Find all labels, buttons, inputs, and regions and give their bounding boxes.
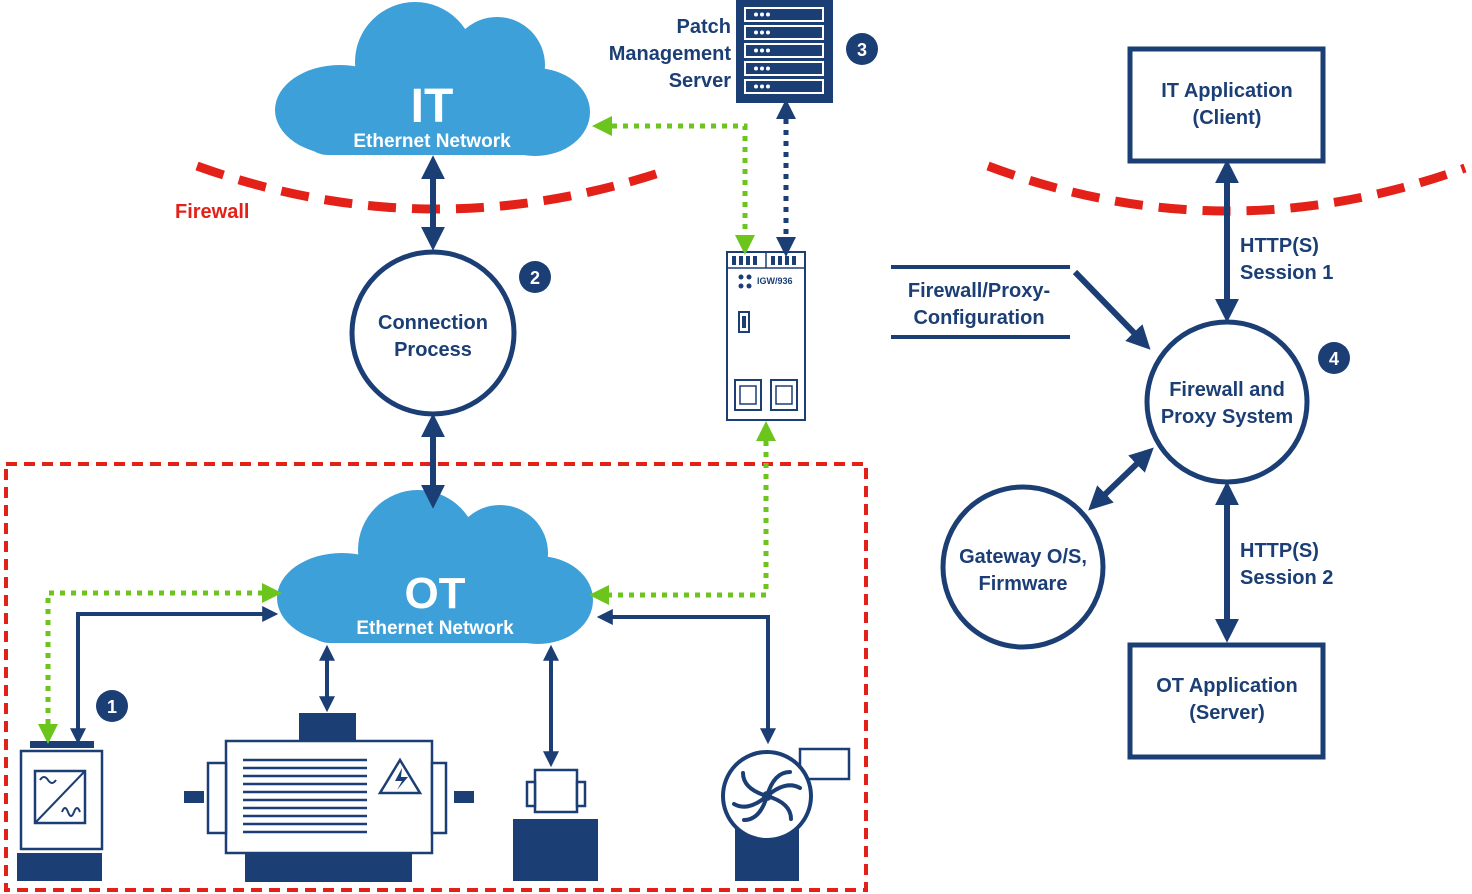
session1-line2: Session 1 xyxy=(1240,262,1333,284)
patch-server-line3: Server xyxy=(669,70,731,92)
gateway-model: IGW/936 xyxy=(757,276,793,286)
session1-line1: HTTP(S) xyxy=(1240,235,1319,257)
it-application-line2: (Client) xyxy=(1193,107,1262,129)
fw-proxy-system-circle xyxy=(1144,319,1310,485)
fw-proxy-system-line2: Proxy System xyxy=(1161,406,1293,428)
it-cloud-title: IT xyxy=(411,80,454,133)
ot-application-line1: OT Application xyxy=(1156,675,1297,697)
fw-proxy-config-line1: Firewall/Proxy- xyxy=(908,280,1050,302)
it-cloud xyxy=(275,2,590,156)
connection-process-line1: Connection xyxy=(378,312,488,334)
gateway-os-circle xyxy=(940,484,1106,650)
ot-zone-boundary xyxy=(4,462,868,892)
arrow-ot-fan xyxy=(596,609,776,745)
badge-4: 4 xyxy=(1318,342,1350,374)
arrow-gateway-ot-green xyxy=(589,421,776,605)
badge-3: 3 xyxy=(846,33,878,65)
arrow-gateway-os-proxy xyxy=(1088,447,1154,511)
arrow-config-proxy xyxy=(1072,269,1151,350)
connection-process-line2: Process xyxy=(394,339,472,361)
patch-server-line1: Patch xyxy=(677,16,731,38)
ot-cloud-subtitle: Ethernet Network xyxy=(356,618,514,639)
ot-application-box xyxy=(1127,642,1326,760)
fan-icon xyxy=(721,747,851,881)
gateway-os-line2: Firmware xyxy=(979,573,1068,595)
it-application-line1: IT Application xyxy=(1161,80,1292,102)
fw-proxy-system-line1: Firewall and xyxy=(1169,379,1285,401)
ot-application-line2: (Server) xyxy=(1189,702,1265,724)
it-cloud-subtitle: Ethernet Network xyxy=(353,131,511,152)
gateway-os-line1: Gateway O/S, xyxy=(959,546,1087,568)
firewall-label: Firewall xyxy=(175,201,249,223)
gateway-device: IGW/936 xyxy=(726,251,806,421)
ot-cloud xyxy=(277,490,593,644)
sensor-icon xyxy=(513,768,598,881)
session2-line2: Session 2 xyxy=(1240,567,1333,589)
badge-1: 1 xyxy=(96,690,128,722)
electric-motor-icon xyxy=(184,713,474,882)
frequency-inverter-icon xyxy=(17,741,104,881)
high-voltage-icon xyxy=(377,757,423,795)
svg-text:4: 4 xyxy=(1329,349,1339,369)
fw-proxy-config-line2: Configuration xyxy=(913,307,1044,329)
svg-text:1: 1 xyxy=(107,697,117,717)
svg-text:2: 2 xyxy=(530,268,540,288)
badge-2: 2 xyxy=(519,261,551,293)
arrow-ot-inverter-green xyxy=(38,583,282,744)
svg-text:3: 3 xyxy=(857,40,867,60)
it-application-box xyxy=(1127,46,1326,164)
server-rack-icon xyxy=(736,0,833,103)
arrow-it-gateway-green xyxy=(592,116,755,255)
session2-line1: HTTP(S) xyxy=(1240,540,1319,562)
patch-server-line2: Management xyxy=(609,43,732,65)
ot-cloud-title: OT xyxy=(404,569,465,618)
